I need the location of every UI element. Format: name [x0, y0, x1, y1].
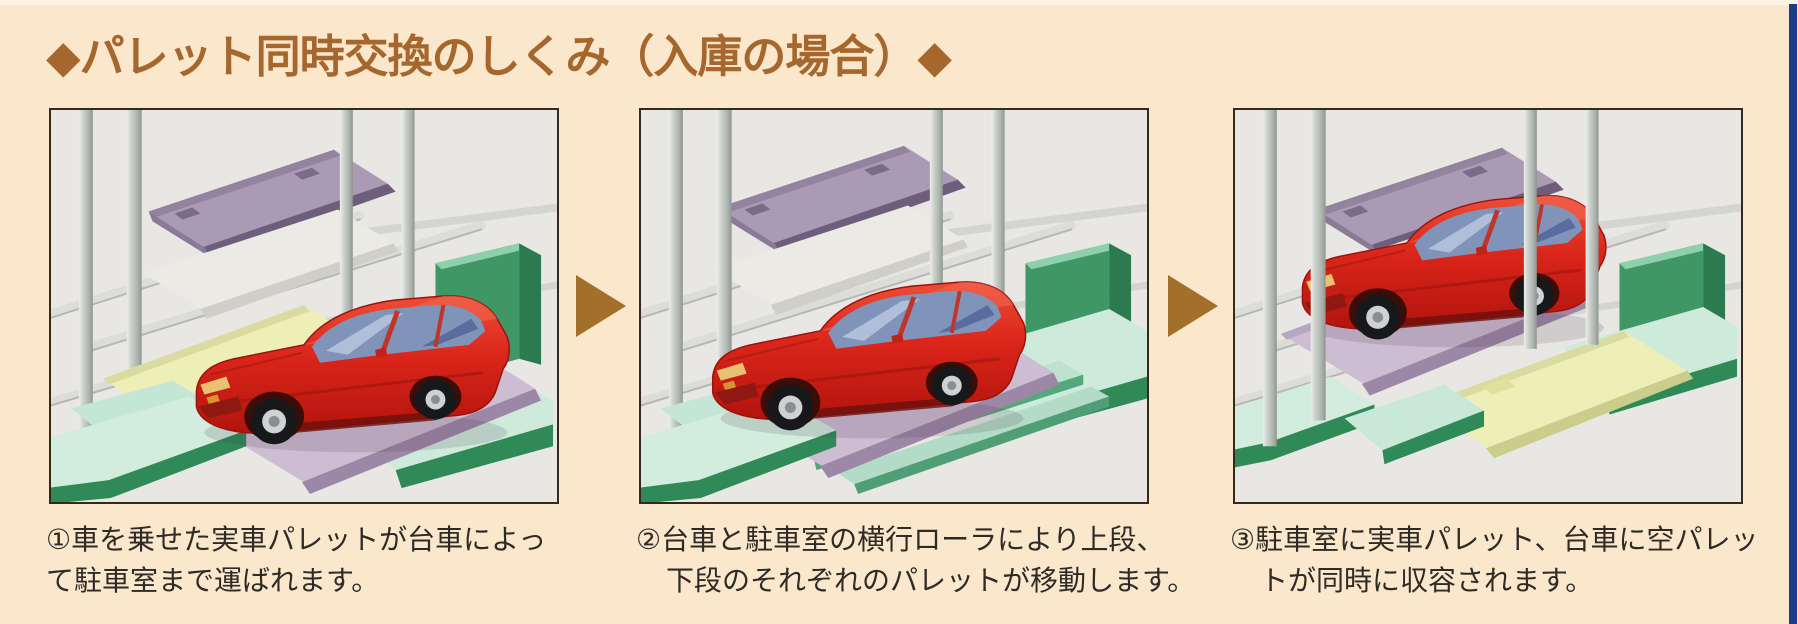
- step-1-caption: ①車を乗せた実車パレットが台車によっ て駐車室まで運ばれます。: [46, 519, 616, 601]
- step-3-caption: ③駐車室に実車パレット、台車に空パレッ トが同時に収容されます。: [1230, 519, 1798, 601]
- steel-columns: [1262, 110, 1599, 447]
- page-top-strip: [0, 0, 1798, 5]
- caption-line: ①車を乗せた実車パレットが台車によっ: [46, 524, 547, 555]
- middle-shelf: [712, 205, 968, 315]
- empty-pallet-yellow: [1422, 330, 1694, 459]
- caption-line: トが同時に収容されます。: [1260, 565, 1594, 596]
- page-edge-stripe: [1789, 4, 1797, 624]
- caption-line: ②台車と駐車室の横行ローラにより上段、: [636, 524, 1165, 555]
- step-3-panel: [1233, 108, 1743, 504]
- illustration-step-2: [641, 110, 1147, 502]
- step-2-caption: ②台車と駐車室の横行ローラにより上段、 下段のそれぞれのパレットが移動します。: [636, 519, 1206, 601]
- step-2-panel: [639, 108, 1149, 504]
- caption-line: 下段のそれぞれのパレットが移動します。: [666, 565, 1196, 596]
- illustration-step-3: [1235, 110, 1741, 502]
- steel-columns: [78, 110, 415, 447]
- figure-title: ◆パレット同時交換のしくみ（入庫の場合）◆: [46, 31, 952, 82]
- illustration-step-1: [51, 110, 557, 502]
- carriage-deck-left: [51, 380, 247, 502]
- step-1-panel: [49, 108, 559, 504]
- step-arrow-icon: [576, 275, 626, 337]
- caption-line: ③駐車室に実車パレット、台車に空パレッ: [1230, 524, 1759, 555]
- step-arrow-icon: [1168, 275, 1218, 337]
- carriage-deck-left: [1235, 376, 1485, 468]
- caption-line: て駐車室まで運ばれます。: [46, 565, 380, 596]
